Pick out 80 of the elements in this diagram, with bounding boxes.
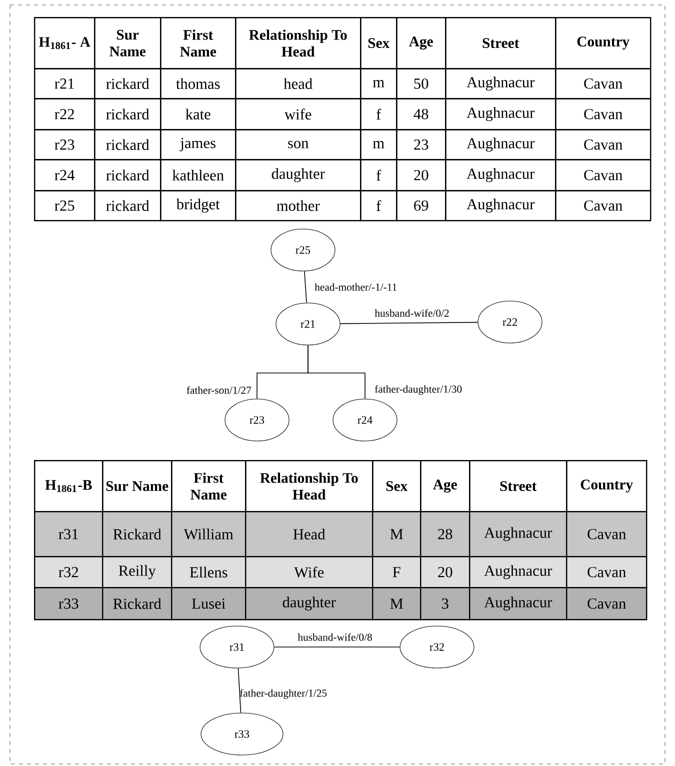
header-cell: Street	[445, 17, 556, 70]
connector-line	[308, 344, 366, 400]
table-cell: 3	[420, 587, 470, 620]
table-cell: Cavan	[566, 511, 648, 558]
connector-line	[304, 270, 307, 304]
connector-line	[340, 322, 478, 324]
connector-line	[238, 668, 242, 714]
table-cell: 20	[420, 556, 470, 588]
table-cell: Cavan	[555, 159, 652, 192]
table-cell: M	[372, 511, 422, 558]
table-cell: f	[360, 190, 398, 222]
table-cell: james	[160, 129, 236, 160]
table-cell: 28	[420, 511, 470, 558]
table-cell: f	[360, 98, 398, 130]
table-cell: daughter	[235, 159, 362, 192]
table-cell: rickard	[94, 98, 162, 130]
table-cell: Aughnacur	[469, 556, 568, 588]
table-cell: rickard	[94, 190, 162, 222]
table-cell: M	[372, 587, 422, 620]
edge-label: husband-wife/0/8	[298, 633, 372, 641]
table-cell: rickard	[94, 129, 162, 160]
table-cell: r33	[34, 587, 104, 620]
table-cell: mother	[235, 190, 362, 222]
edge-label: father-daughter/1/25	[240, 689, 327, 699]
header-cell: Sex	[360, 17, 398, 70]
table-cell: wife	[235, 98, 362, 130]
table-cell: rickard	[94, 159, 162, 192]
table-cell: Ellens	[171, 556, 246, 588]
edge-label: father-daughter/1/30	[374, 385, 462, 395]
table-cell: Aughnacur	[445, 68, 556, 100]
table-cell: f	[360, 159, 398, 192]
table-cell: F	[372, 556, 422, 588]
table-cell: 23	[396, 129, 446, 160]
table-cell: r21	[34, 68, 96, 100]
table-cell: Cavan	[555, 190, 652, 222]
header-cell: Age	[396, 17, 446, 70]
edge-label: husband-wife/0/2	[374, 309, 449, 317]
table-cell: bridget	[160, 190, 236, 222]
table-cell: William	[171, 511, 246, 558]
table-cell: Rickard	[102, 587, 172, 620]
table-cell: Aughnacur	[445, 98, 556, 130]
table-cell: kate	[160, 98, 236, 130]
table-cell: Aughnacur	[469, 587, 568, 620]
table-cell: r22	[34, 98, 96, 130]
table-cell: r25	[34, 190, 96, 222]
table-cell: son	[235, 129, 362, 160]
table-cell: Cavan	[566, 556, 648, 588]
table-cell: Lusei	[171, 587, 246, 620]
header-cell: Sur Name	[94, 17, 162, 70]
table-cell: rickard	[94, 68, 162, 100]
table-cell: Cavan	[555, 129, 652, 160]
table-cell: r23	[34, 129, 96, 160]
table-cell: Aughnacur	[469, 511, 568, 558]
table-cell: Cavan	[555, 98, 652, 130]
table-cell: r31	[34, 511, 104, 558]
table-cell: Aughnacur	[445, 159, 556, 192]
table-cell: 69	[396, 190, 446, 222]
table-cell: m	[360, 68, 398, 100]
header-cell: Relationship To Head	[235, 17, 362, 70]
table-cell: kathleen	[160, 159, 236, 192]
edge-label: head-mother/-1/-11	[314, 283, 396, 291]
table-cell: 48	[396, 98, 446, 130]
table-cell: Aughnacur	[445, 190, 556, 222]
table-cell: r24	[34, 159, 96, 192]
table-cell: Cavan	[566, 587, 648, 620]
header-cell: H$_{1861}$- A	[34, 17, 96, 70]
table-cell: Aughnacur	[445, 129, 556, 160]
header-cell: First Name	[160, 17, 236, 70]
table-cell: Rickard	[102, 511, 172, 558]
table-cell: m	[360, 129, 398, 160]
edge-label: father-son/1/27	[186, 386, 252, 394]
table-cell: Cavan	[555, 68, 652, 100]
table-cell: r32	[34, 556, 104, 588]
connector-line	[274, 646, 400, 648]
header-cell: Country	[555, 17, 652, 70]
table-cell: head	[235, 68, 362, 100]
table-cell: thomas	[160, 68, 236, 100]
table-cell: 50	[396, 68, 446, 100]
table-cell: 20	[396, 159, 446, 192]
table-cell: Reilly	[102, 556, 172, 588]
